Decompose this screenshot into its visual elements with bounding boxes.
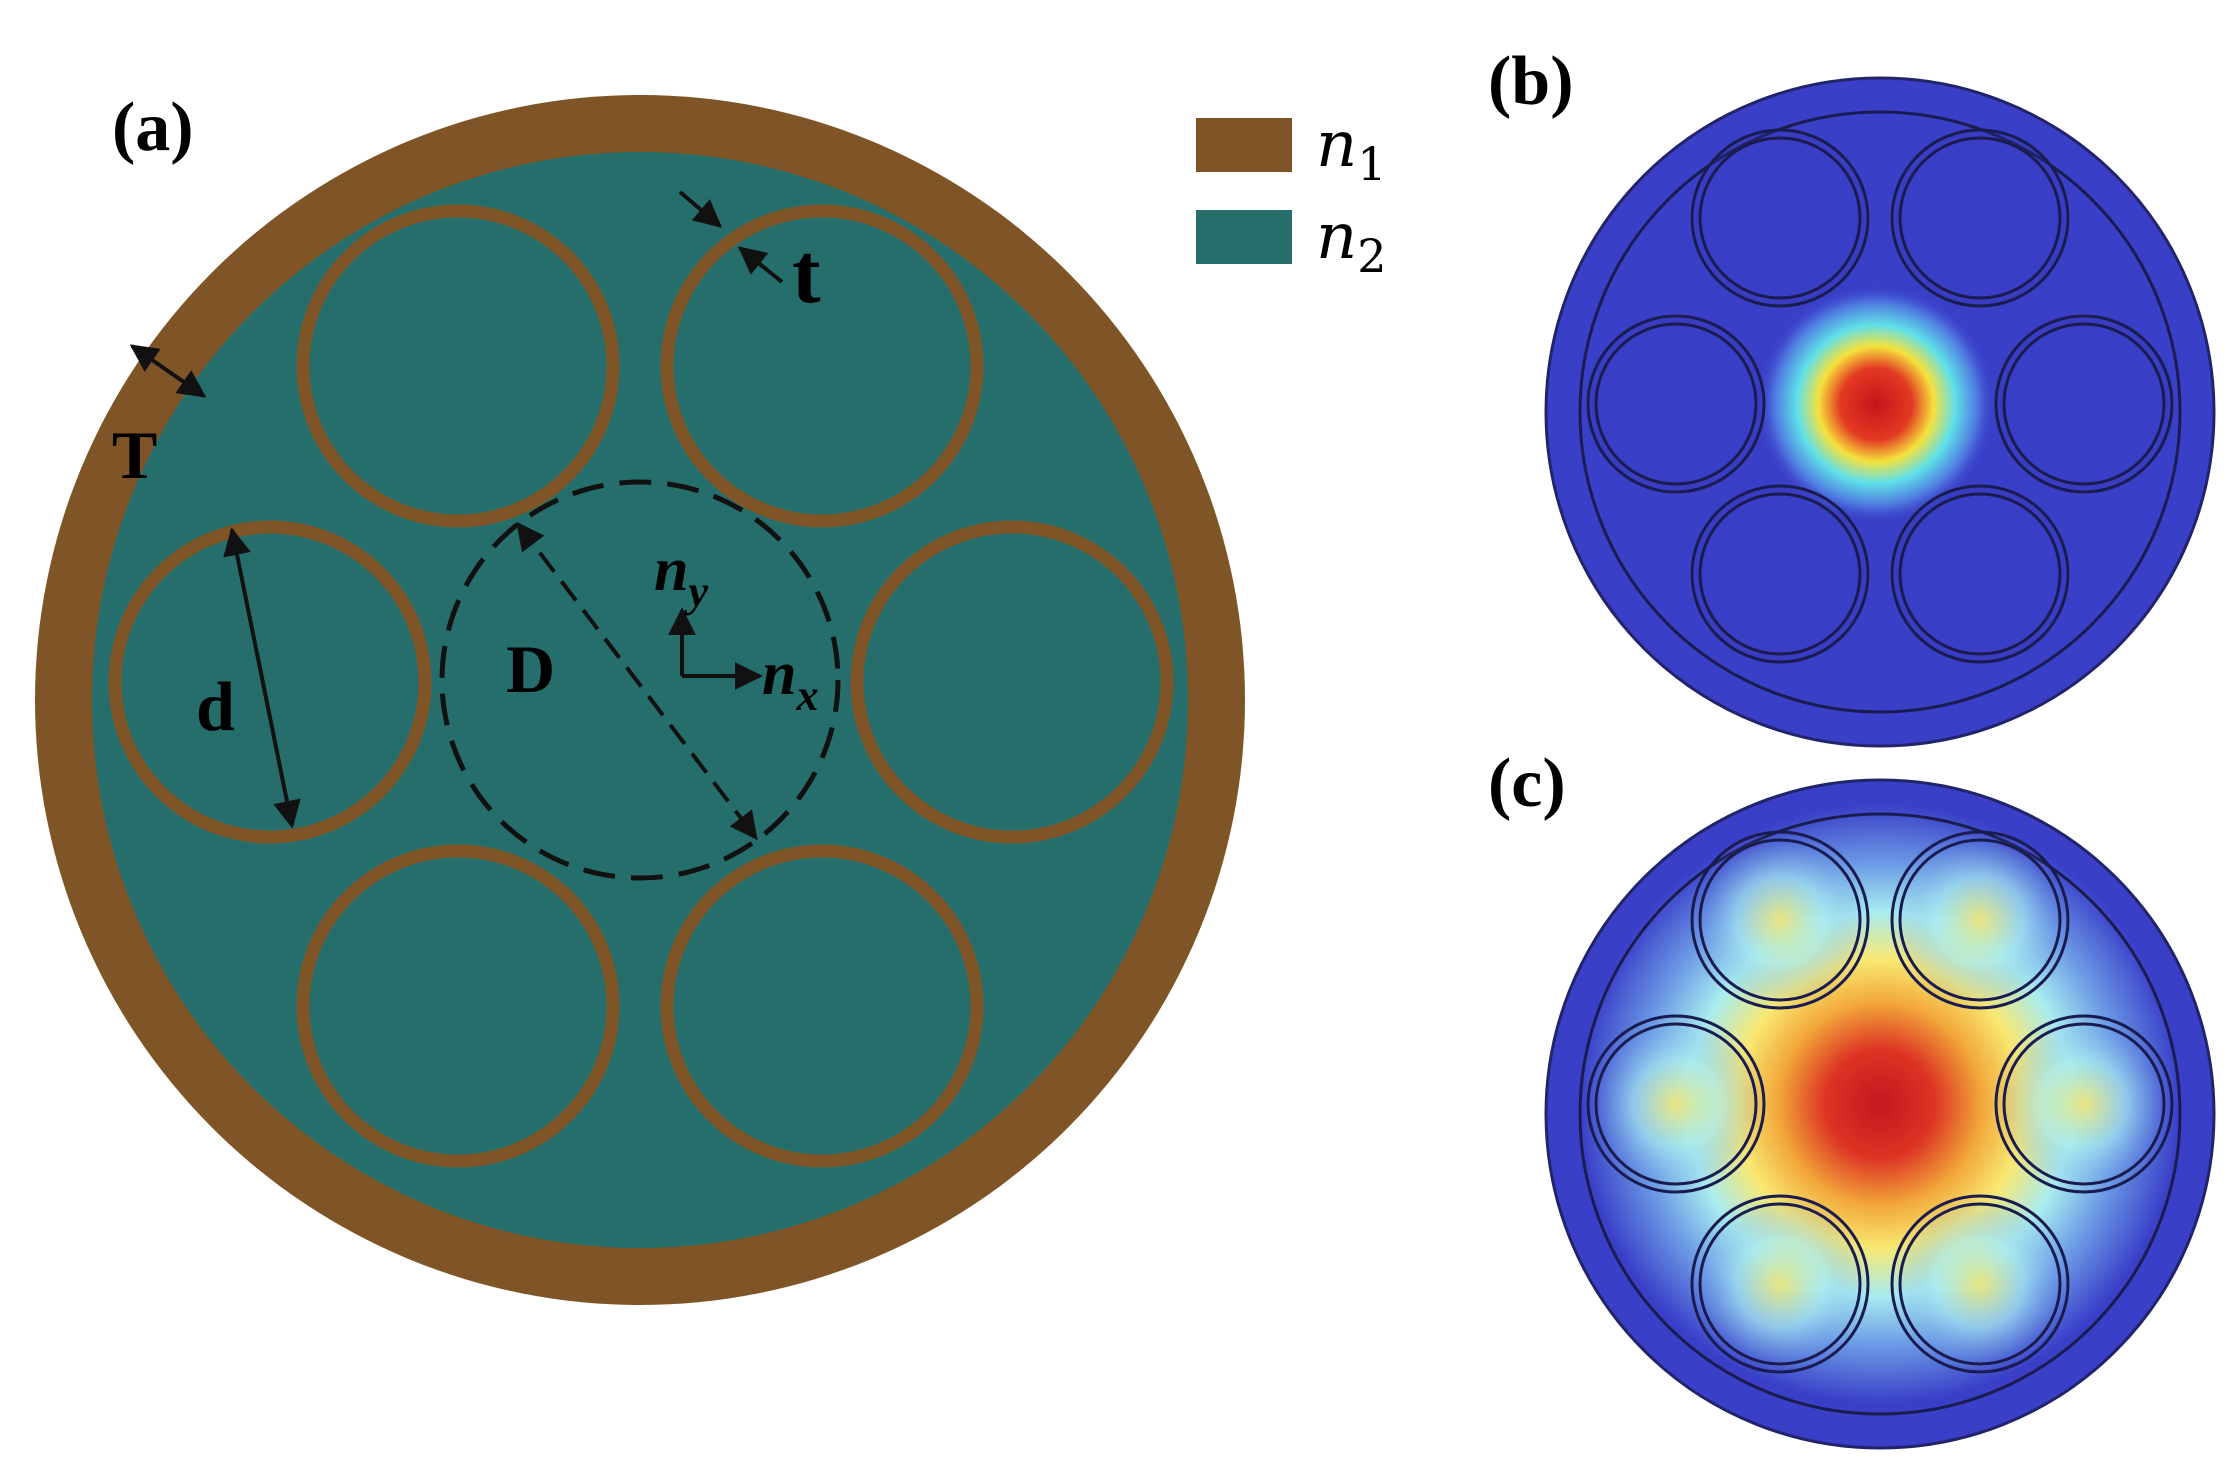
legend: n1 n2 (1196, 108, 1387, 283)
panel-b-label: (b) (1488, 43, 1574, 120)
panel-c-tube-right (1994, 1014, 2174, 1194)
panel-b-tubes (1586, 128, 2174, 664)
x-axis-subscript: x (795, 671, 818, 720)
panel-b-tube-bottom-right (1890, 484, 2070, 664)
legend-label-n1: n1 (1316, 108, 1387, 191)
legend-n2-symbol: n (1316, 200, 1357, 274)
legend-label-n2: n2 (1316, 200, 1387, 283)
panel-c-tube-bottom-left (1690, 1194, 1870, 1374)
panel-c-tube-top-left (1690, 830, 1870, 1010)
t-arrow-inner (737, 246, 784, 284)
d-label: d (196, 669, 235, 746)
tube-top-right (660, 204, 984, 528)
inner-cladding-region (92, 152, 1188, 1248)
D-arrow (516, 521, 758, 841)
panel-c-tube-bottom-right (1890, 1194, 2070, 1374)
panel-c-tube-left (1586, 1014, 1766, 1194)
panel-c-label: (c) (1488, 745, 1566, 822)
y-axis-label: ny (654, 536, 708, 616)
panel-b: (b) (1488, 43, 2216, 748)
y-axis-symbol: n (654, 536, 688, 604)
panel-c-tube-top-right (1890, 830, 2070, 1010)
x-axis-label: nx (762, 640, 818, 720)
panel-b-mode-field (1756, 284, 1996, 524)
panel-b-tube-top-left (1690, 128, 1870, 308)
panel-b-tube-left (1586, 314, 1766, 494)
t-arrow-outer (678, 190, 723, 228)
legend-n2-subscript: 2 (1357, 229, 1386, 283)
tube-top-left (296, 204, 620, 528)
panel-c-tubes (1586, 830, 2174, 1374)
legend-n1-symbol: n (1316, 108, 1357, 182)
tube-left (108, 520, 432, 844)
y-axis-subscript: y (683, 567, 708, 616)
legend-swatch-n2 (1196, 210, 1292, 264)
panel-a-label: (a) (112, 89, 194, 166)
core-boundary (439, 479, 841, 881)
panel-b-tube-bottom-left (1690, 484, 1870, 664)
D-label: D (506, 631, 555, 707)
T-label: T (112, 417, 157, 493)
tube-bottom-right (660, 844, 984, 1168)
tube-bottom-left (296, 844, 620, 1168)
panel-a: (a) T t d D ny (35, 89, 1245, 1305)
legend-swatch-n1 (1196, 118, 1292, 172)
x-axis-symbol: n (762, 640, 796, 708)
tube-right (850, 520, 1174, 844)
legend-n1-subscript: 1 (1357, 137, 1386, 191)
panel-b-tube-top-right (1890, 128, 2070, 308)
panel-c: (c) (1488, 745, 2216, 1450)
panel-b-tube-right (1994, 314, 2174, 494)
d-arrow (223, 527, 301, 829)
t-label: t (792, 225, 821, 321)
panel-c-inner-boundary (1578, 812, 2182, 1416)
panel-b-inner-boundary (1578, 110, 2182, 714)
capillary-tubes (108, 204, 1174, 1168)
T-arrow (129, 344, 207, 398)
